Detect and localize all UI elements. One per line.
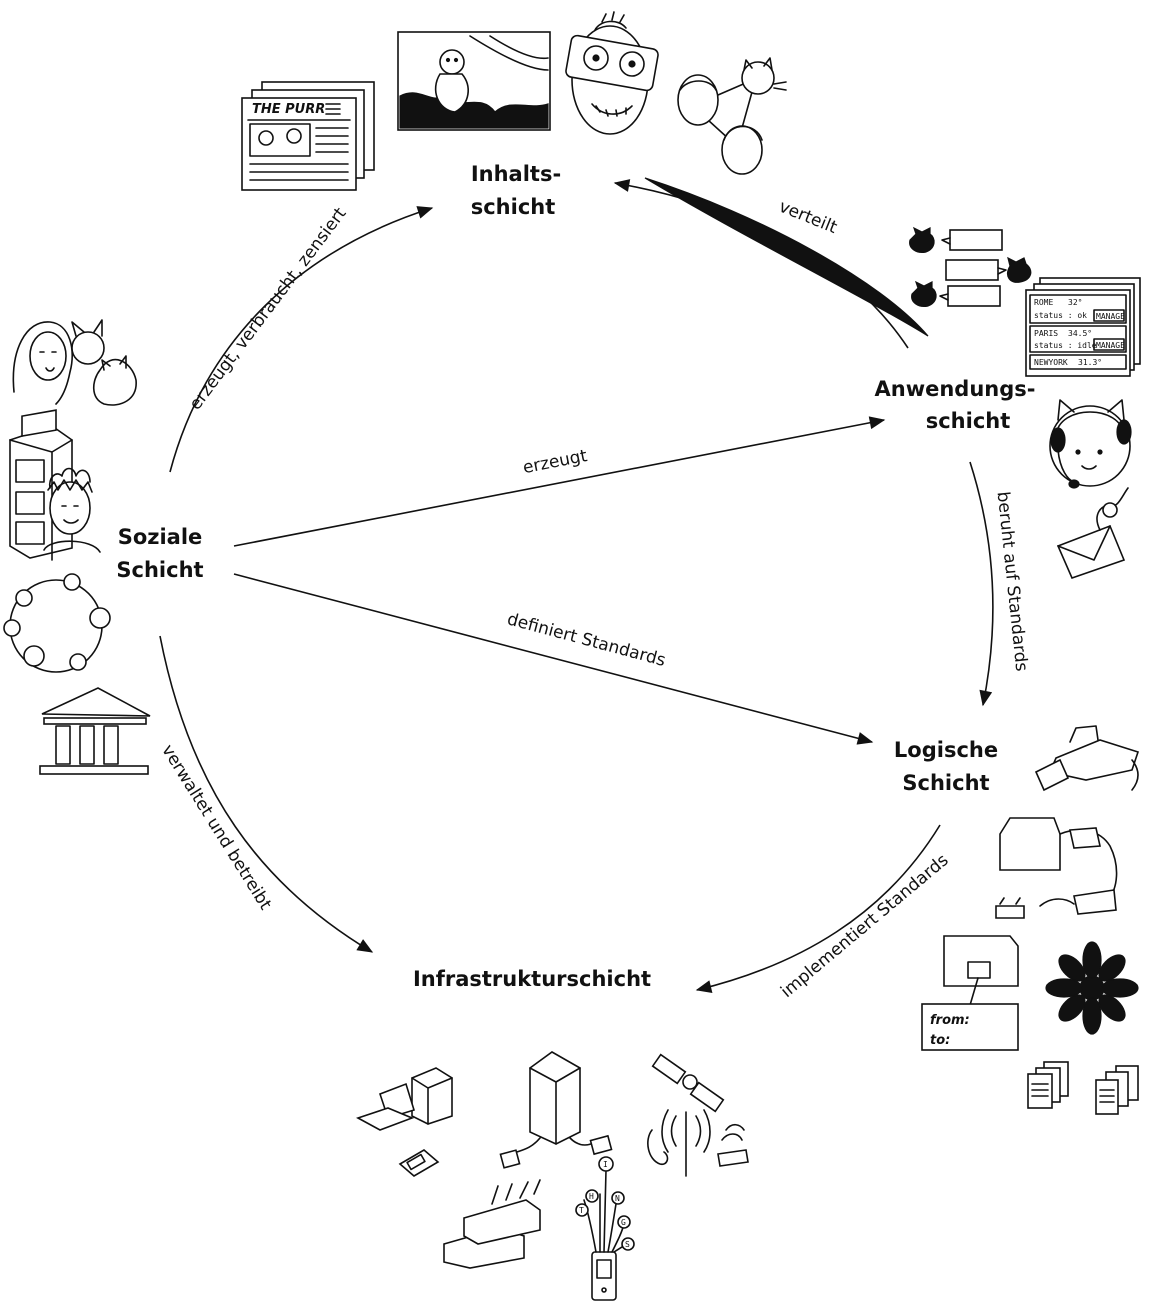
node-logical-layer: Logische Schicht xyxy=(894,738,998,795)
arrow-social-to-application xyxy=(233,416,886,547)
mail-box-illustration: from: to: xyxy=(921,935,1019,1051)
network-adapters-illustration xyxy=(443,1179,541,1269)
content-distribution-swoosh xyxy=(644,177,929,337)
dashboard-row2-button: MANAGE xyxy=(1096,341,1125,350)
knot-symbol-illustration xyxy=(1045,941,1139,1035)
vr-headset-face-illustration xyxy=(565,11,659,135)
dashboard-row3-temp: 31.3° xyxy=(1078,358,1102,367)
email-envelope-illustration xyxy=(1056,487,1129,579)
node-content-layer: Inhalts- schicht xyxy=(471,162,561,219)
node-social-layer: Soziale Schicht xyxy=(116,525,203,582)
node-application-line1: Anwendungs- xyxy=(875,377,1036,401)
edge-label-social-to-logical: definiert Standards xyxy=(505,609,668,671)
dashboard-row2-city: PARIS xyxy=(1034,329,1058,338)
phone-letter-1: I xyxy=(603,1160,608,1169)
phone-letter-6: T xyxy=(579,1206,584,1215)
node-content-line1: Inhalts- xyxy=(471,162,561,186)
node-application-layer: Anwendungs- schicht xyxy=(875,377,1036,433)
laptop-and-server-illustration xyxy=(356,1067,453,1177)
dashboard-row2-status: status : idle xyxy=(1034,341,1097,350)
envelope-to-label: to: xyxy=(930,1033,950,1048)
edge-label-social-to-application: erzeugt xyxy=(521,446,589,478)
phone-with-connections-illustration: I N G S H T xyxy=(575,1156,635,1301)
dashboard-window-illustration: ROME 32° status : ok MANAGE PARIS 34.5° … xyxy=(1025,277,1141,377)
server-tower-illustration xyxy=(499,1051,613,1169)
edge-label-social-to-infrastructure: verwaltet und betreibt xyxy=(157,741,275,914)
arrow-application-to-content xyxy=(613,179,909,349)
dashboard-row2-temp: 34.5° xyxy=(1068,329,1092,338)
chat-bubbles-illustration xyxy=(909,226,1032,307)
government-building-illustration xyxy=(39,687,151,775)
node-logical-line1: Logische xyxy=(894,738,998,762)
node-infrastructure-line1: Infrastrukturschicht xyxy=(413,967,651,991)
arrow-logical-to-infrastructure xyxy=(695,824,941,993)
phone-letter-5: H xyxy=(589,1192,594,1201)
dashboard-row1-button: MANAGE xyxy=(1096,312,1125,321)
surfing-cat-illustration xyxy=(397,31,551,131)
phone-letter-4: S xyxy=(625,1240,630,1249)
edge-label-application-to-content: verteilt xyxy=(776,197,840,238)
dashboard-row1-city: ROME xyxy=(1034,298,1053,307)
arrow-social-to-content xyxy=(169,206,434,473)
phone-letter-3: G xyxy=(621,1218,626,1227)
node-content-line2: schicht xyxy=(471,195,556,219)
newspaper-title: THE PURR xyxy=(252,102,325,117)
edge-label-social-to-content: erzeugt, verbraucht, zensiert xyxy=(185,204,350,414)
social-network-faces-illustration xyxy=(677,57,787,175)
satellite-antenna-illustration xyxy=(647,1053,749,1177)
document-stacks-illustration xyxy=(1027,1061,1139,1115)
dashboard-row1-temp: 32° xyxy=(1068,298,1082,307)
node-infrastructure-layer: Infrastrukturschicht xyxy=(413,967,651,991)
envelope-from-label: from: xyxy=(930,1013,970,1028)
people-with-cats-illustration xyxy=(12,319,137,406)
node-social-line1: Soziale xyxy=(118,525,203,549)
community-ring-illustration xyxy=(3,573,111,673)
arrow-social-to-infrastructure xyxy=(159,635,374,953)
edge-label-application-to-logical: beruht auf Standards xyxy=(993,491,1032,673)
arrow-application-to-logical xyxy=(969,461,994,707)
dashboard-row1-status: status : ok xyxy=(1034,311,1087,320)
person-with-crown-illustration xyxy=(43,467,101,553)
router-chain-illustration xyxy=(995,817,1118,919)
node-logical-line2: Schicht xyxy=(902,771,989,795)
newspaper-illustration: THE PURR xyxy=(241,81,375,191)
headset-cat-illustration xyxy=(1049,399,1132,489)
network-plug-illustration xyxy=(1034,725,1140,792)
node-application-line2: schicht xyxy=(926,409,1011,433)
arrow-social-to-logical xyxy=(233,573,874,745)
phone-letter-2: N xyxy=(615,1194,620,1203)
edge-label-logical-to-infrastructure: implementiert Standards xyxy=(777,850,952,1002)
node-social-line2: Schicht xyxy=(116,558,203,582)
dashboard-row3-city: NEWYORK xyxy=(1034,358,1068,367)
